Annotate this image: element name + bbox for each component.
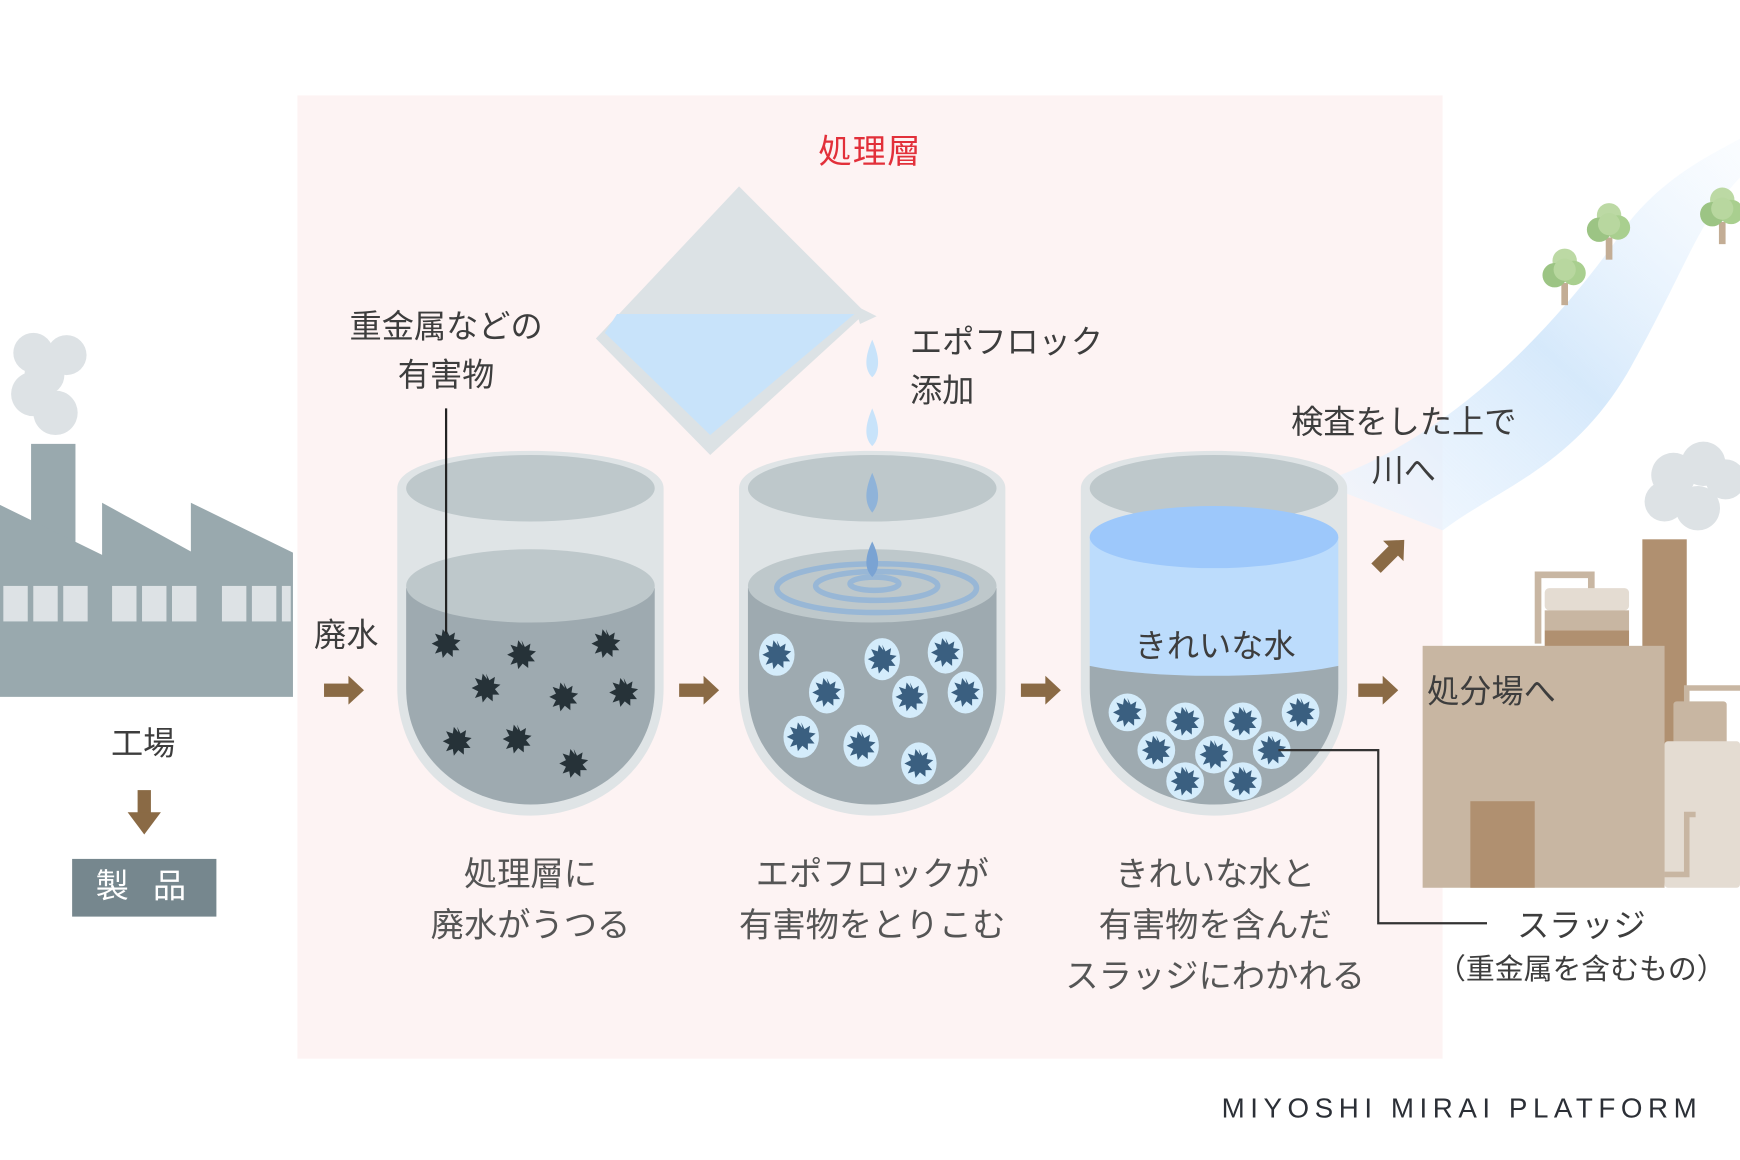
tank-3 (1080, 450, 1487, 925)
river-stream (1318, 138, 1740, 531)
sludge-note-label: （重金属を含むもの） (1437, 953, 1726, 987)
tank-2 (739, 450, 1006, 816)
arrow-down-icon (127, 790, 161, 835)
arrow-right-icon (679, 675, 720, 705)
arrow-up-right-icon (1371, 539, 1405, 573)
product-badge: 製 品 (72, 858, 217, 917)
arrow-right-icon (324, 675, 364, 705)
to-river-label: 検査をした上で 川へ (1291, 402, 1517, 490)
epofloc-add-label: エポフロック 添加 (909, 322, 1104, 410)
drop-icon (866, 339, 879, 447)
arrow-right-icon (1358, 675, 1399, 705)
sludge-label: スラッジ (1516, 906, 1646, 945)
footer-brand: MIYOSHI MIRAI PLATFORM (1221, 1093, 1703, 1125)
tank-1 (397, 408, 664, 816)
step-1-caption: 処理層に 廃水がうつる (430, 855, 631, 946)
disposal-facility-icon (1422, 441, 1740, 888)
step-2-caption: エポフロックが 有害物をとりこむ (739, 855, 1006, 946)
wastewater-label: 廃水 (314, 615, 379, 654)
arrow-right-icon (1020, 675, 1061, 705)
clean-water-label: きれいな水 (1134, 626, 1296, 665)
flask-icon (595, 186, 877, 455)
step-3-caption: きれいな水と 有害物を含んだ スラッジにわかれる (1065, 855, 1365, 997)
panel-title: 処理層 (818, 133, 922, 173)
factory-icon (0, 332, 293, 697)
factory-label: 工場 (110, 724, 176, 763)
harmful-substance-label: 重金属などの 有害物 (349, 307, 543, 394)
to-disposal-label: 処分場へ (1427, 672, 1556, 711)
